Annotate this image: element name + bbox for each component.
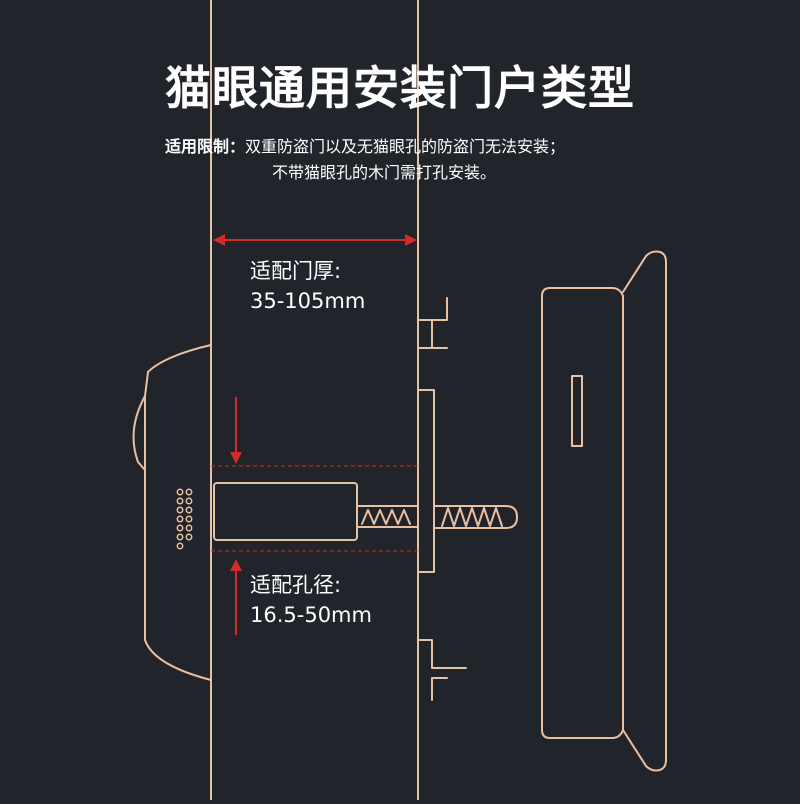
restriction-note: 适用限制：双重防盗门以及无猫眼孔的防盗门无法安装； 不带猫眼孔的木门需打孔安装。 [165, 134, 685, 186]
hole-arrow-down-head [230, 452, 242, 464]
hole-diameter-title: 适配孔径: [250, 573, 342, 597]
indoor-unit-body [541, 287, 624, 739]
speaker-grille-icon [176, 488, 193, 550]
thickness-arrow-right-head [405, 234, 417, 246]
viewer-barrel [213, 482, 358, 541]
barrel-thread [361, 509, 411, 525]
restriction-line1: 双重防盗门以及无猫眼孔的防盗门无法安装； [245, 137, 566, 156]
hole-diameter-value: 16.5-50mm [250, 603, 372, 627]
indoor-unit-back-cover [622, 250, 667, 772]
mounting-plate [417, 389, 435, 573]
indoor-unit-slot [571, 375, 583, 447]
page-title: 猫眼通用安装门户类型 [165, 61, 635, 115]
thickness-arrow-left-head [213, 234, 225, 246]
outdoor-unit-body [132, 344, 212, 681]
restriction-line2: 不带猫眼孔的木门需打孔安装。 [272, 163, 497, 182]
hole-diameter-label: 适配孔径: 16.5-50mm [250, 570, 372, 630]
door-thickness-value: 35-105mm [250, 289, 366, 313]
mount-bracket-bottom [417, 639, 467, 701]
door-thickness-title: 适配门厚: [250, 259, 342, 283]
restriction-label: 适用限制： [165, 137, 246, 156]
screw-thread [441, 507, 503, 527]
mount-bracket-top [417, 297, 448, 349]
mount-screw [433, 505, 518, 529]
hole-arrow-up-head [230, 559, 242, 571]
door-thickness-label: 适配门厚: 35-105mm [250, 256, 365, 316]
